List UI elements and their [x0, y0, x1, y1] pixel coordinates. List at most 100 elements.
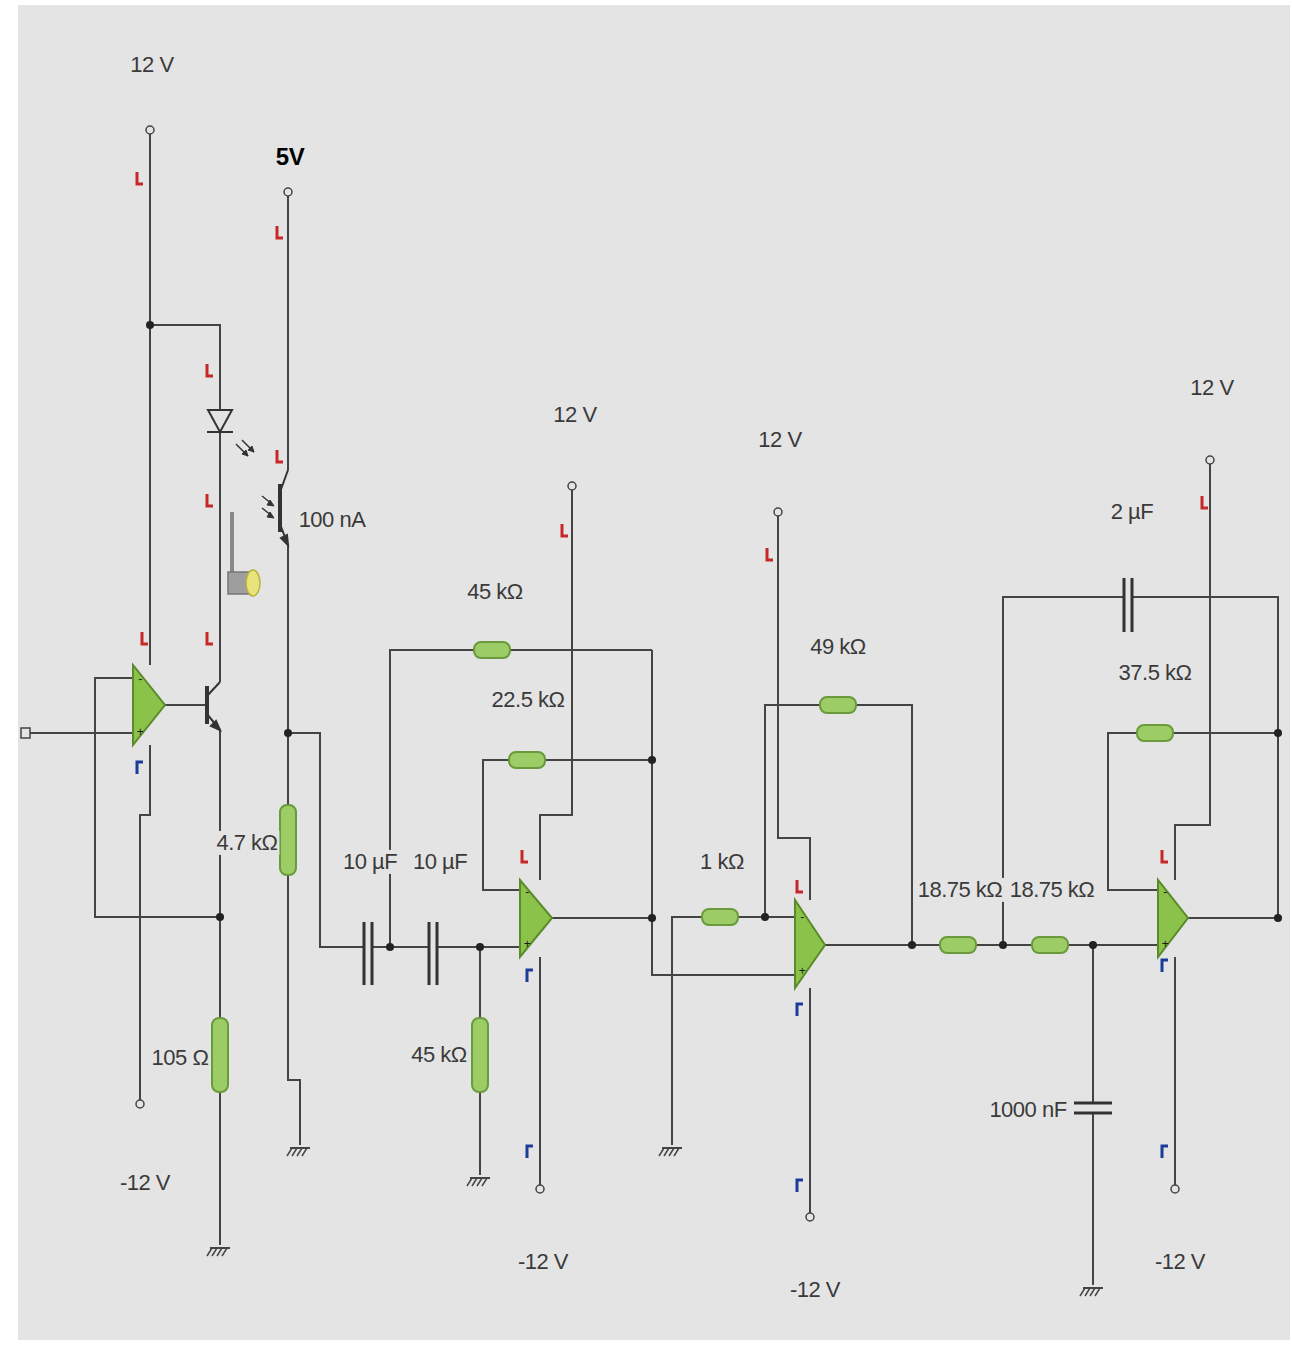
schematic-part: [288, 733, 364, 947]
schematic-part: [1003, 597, 1124, 945]
wires: [30, 134, 1278, 1285]
schematic-part: [1274, 729, 1282, 737]
schematic-part: [702, 909, 738, 925]
probe-marker: [767, 548, 773, 560]
schematic-part: [1074, 1102, 1112, 1105]
schematic-part: [207, 431, 233, 433]
schematic-part: [21, 728, 30, 738]
terminals: [21, 126, 1214, 1221]
schematic-part: [287, 196, 289, 470]
schematic-part: [136, 1100, 144, 1108]
pin-sign: +: [1162, 938, 1169, 951]
schematic-part: [1206, 456, 1214, 464]
schematic-part: [133, 665, 165, 745]
schematic-part: [1092, 945, 1094, 1103]
schematic-part: [472, 1018, 488, 1092]
schematic-part: [509, 752, 545, 768]
schematic-part: [246, 570, 260, 596]
pin-sign: -: [138, 673, 142, 686]
schematic-part: [267, 512, 274, 518]
schematic-part: [146, 126, 154, 134]
probe-marker: [1162, 1146, 1168, 1158]
schematic-part: [659, 1148, 682, 1156]
probe-marker: [137, 172, 143, 184]
schematic-part: [1132, 597, 1278, 918]
pin-sign: -: [800, 911, 804, 924]
voltage-label: -12 V: [118, 1171, 172, 1195]
resistor-value: 22.5 kΩ: [490, 688, 567, 712]
schematic-part: [242, 440, 254, 452]
schematic-part: [1074, 1112, 1112, 1115]
schematic-part: [761, 913, 769, 921]
probe-marker: [797, 880, 803, 892]
probe-marker: [137, 762, 143, 774]
schematic-part: [230, 512, 234, 572]
opamp-symbols: [133, 665, 1188, 988]
background-panel: [18, 5, 1290, 1340]
capacitor-value: 10 µF: [341, 850, 399, 874]
capacitor-symbols: [364, 578, 1132, 1113]
voltage-label: 12 V: [756, 428, 803, 452]
schematic-part: [436, 922, 439, 985]
resistor-value: 4.7 kΩ: [214, 831, 279, 855]
voltage-label: 12 V: [551, 403, 598, 427]
probe-marker: [207, 364, 213, 376]
voltage-label: -12 V: [516, 1250, 570, 1274]
junction-dots: [146, 321, 1282, 951]
capacitor-value: 10 µF: [411, 850, 469, 874]
schematic-part: [280, 524, 288, 545]
voltage-label: -12 V: [788, 1278, 842, 1302]
probe-marker: [1162, 960, 1168, 972]
schematic-part: [1158, 880, 1188, 957]
resistor-value: 45 kΩ: [409, 1043, 469, 1067]
schematic-part: [211, 721, 220, 730]
phototransistor-symbol: [262, 470, 288, 545]
schematic-part: [652, 650, 795, 975]
schematic-part: [219, 432, 221, 682]
schematic-part: [999, 941, 1007, 949]
probe-marker: [1202, 496, 1208, 508]
schematic-part: [372, 946, 429, 948]
schematic-part: [281, 535, 288, 545]
capacitor-value: 1000 nF: [987, 1098, 1068, 1122]
schematic-part: [806, 1213, 814, 1221]
schematic-part: [165, 704, 207, 706]
probe-marker: [207, 494, 213, 506]
schematic-part: [1089, 941, 1097, 949]
schematic-part: [520, 880, 552, 957]
schematic-part: [809, 988, 811, 1213]
pin-sign: +: [137, 726, 144, 739]
schematic-part: [207, 682, 220, 696]
schematic-part: [476, 943, 484, 951]
schematic-part: [1137, 725, 1173, 741]
schematic-part: [140, 745, 150, 1100]
pin-sign: -: [1163, 886, 1167, 899]
schematic-part: [474, 642, 510, 658]
capacitor-value: 2 µF: [1109, 500, 1155, 524]
resistor-value: 105 Ω: [150, 1046, 211, 1070]
schematic-part: [536, 1185, 544, 1193]
schematic-part: [908, 941, 916, 949]
schematic-part: [219, 730, 221, 1245]
schematic-part: [1171, 1185, 1179, 1193]
probe-marker: [797, 1180, 803, 1192]
schematic-part: [371, 922, 374, 985]
schematic-part: [207, 1248, 230, 1256]
led-symbol: [207, 410, 254, 456]
resistor-value: 37.5 kΩ: [1117, 661, 1194, 685]
voltage-label: 12 V: [128, 53, 175, 77]
schematic-part: [248, 446, 254, 452]
schematic-part: [940, 937, 976, 953]
schematic-part: [150, 325, 220, 410]
lamp-icon: [228, 512, 260, 596]
probe-marker: [797, 1004, 803, 1016]
probe-marker: [207, 632, 213, 644]
probe-marker: [277, 226, 283, 238]
voltage-label: -12 V: [1153, 1250, 1207, 1274]
resistor-value: 18.75 kΩ: [916, 878, 1005, 902]
resistor-value: 18.75 kΩ: [1008, 878, 1097, 902]
transistor-symbol: [207, 682, 220, 730]
schematic-part: [467, 1178, 490, 1186]
schematic-part: [216, 913, 224, 921]
